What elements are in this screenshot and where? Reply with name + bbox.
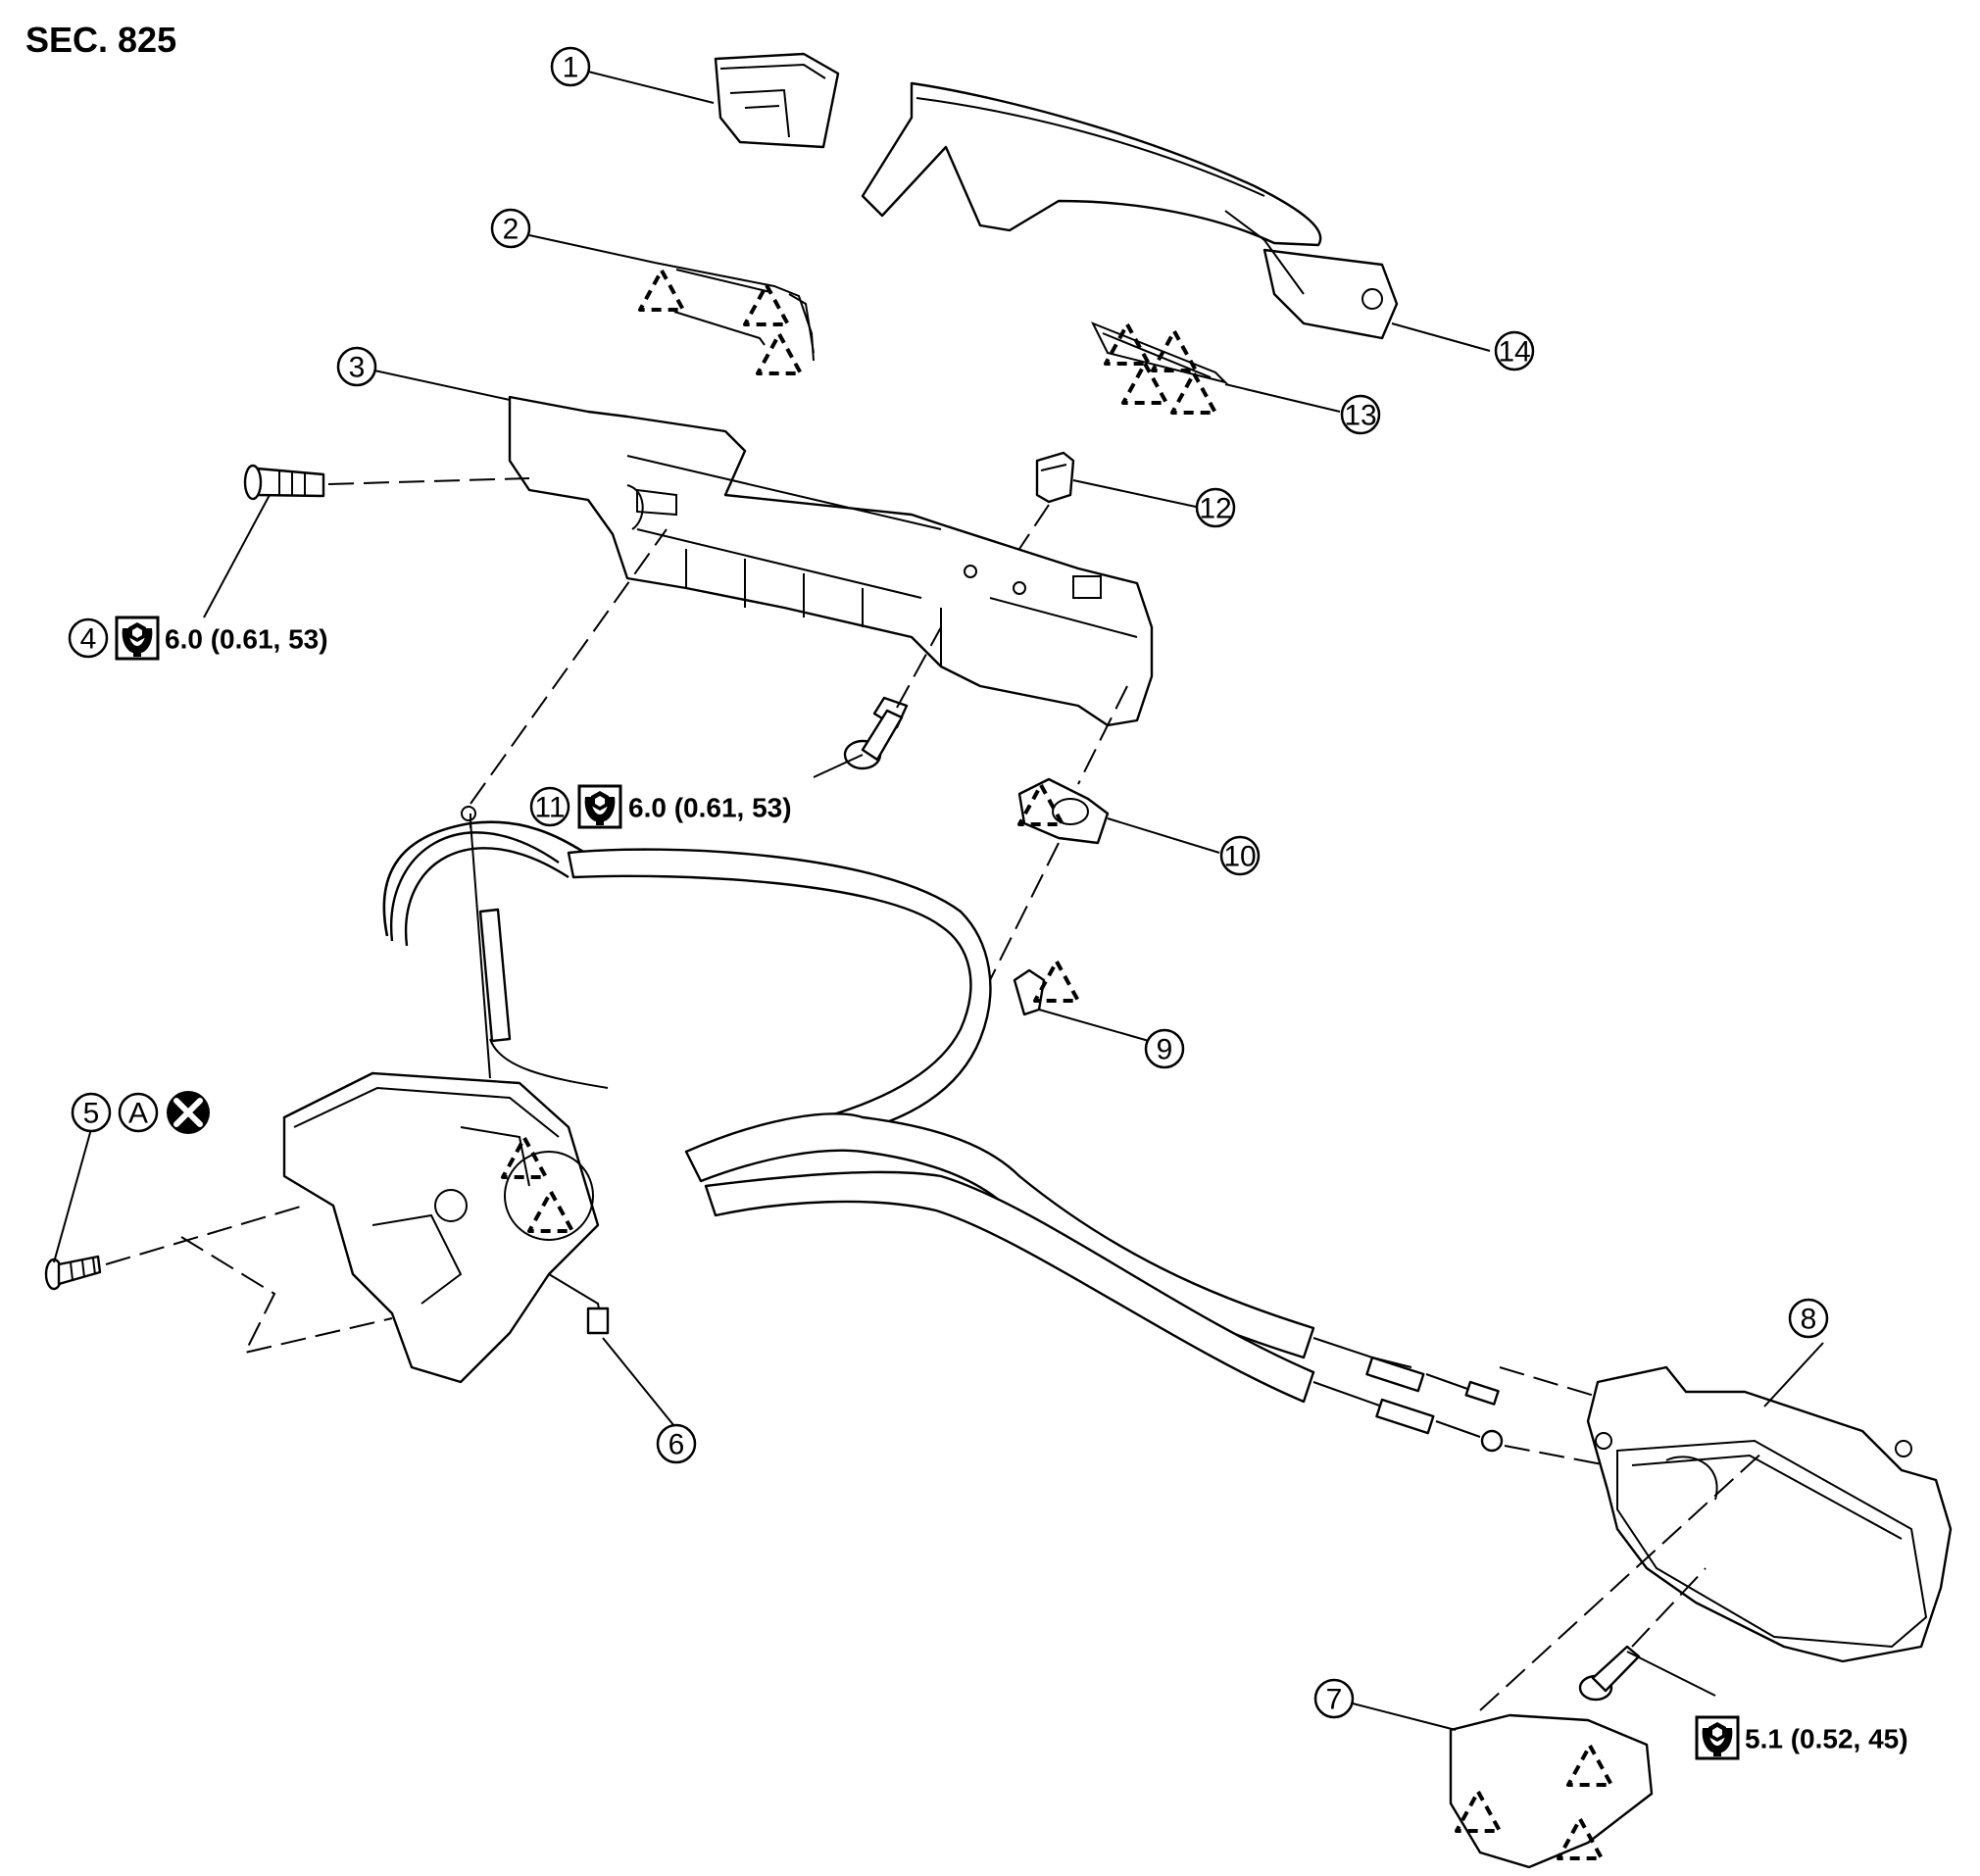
caution-triangle-icon <box>638 269 685 312</box>
svg-text:14: 14 <box>1498 336 1530 369</box>
caution-triangle-icon <box>1170 371 1217 415</box>
callout-6: 6 <box>656 1423 697 1464</box>
callout-11: 11 <box>529 786 570 827</box>
callout-7: 7 <box>1313 1678 1355 1719</box>
callout-1: 1 <box>550 46 591 87</box>
leader-dashed <box>1077 685 1128 785</box>
callout-8: 8 <box>1788 1298 1829 1339</box>
leader-dashed <box>180 1236 393 1355</box>
callout-5: 5 <box>71 1092 112 1133</box>
part-8-bolt <box>1578 1645 1641 1702</box>
callout-4: 4 <box>68 617 109 659</box>
leader-dashed <box>1479 1450 1765 1711</box>
svg-text:4: 4 <box>80 623 97 656</box>
svg-text:7: 7 <box>1326 1684 1343 1716</box>
leader-dashed <box>1631 1567 1707 1648</box>
section-title: SEC. 825 <box>25 20 177 60</box>
part-7-inside-handle-cover <box>1449 1713 1654 1869</box>
svg-text:1: 1 <box>563 52 579 84</box>
callout-12: 12 <box>1195 487 1236 528</box>
svg-text:2: 2 <box>503 214 520 246</box>
torque-value-item-4: 6.0 (0.61, 53) <box>165 624 328 655</box>
callout-14: 14 <box>1494 330 1535 371</box>
torque-value-item-8-bolt: 5.1 (0.52, 45) <box>1745 1724 1908 1754</box>
part-4-screw <box>243 464 325 501</box>
callout-3: 3 <box>336 346 377 387</box>
part-13-gasket <box>1090 321 1229 384</box>
svg-text:9: 9 <box>1157 1034 1173 1066</box>
caution-triangle-icon <box>756 332 803 375</box>
part-1-escutcheon <box>714 52 840 149</box>
leader-dashed <box>470 528 668 805</box>
callout-13: 13 <box>1340 394 1381 435</box>
caution-triangle-icon <box>1121 362 1168 405</box>
reference-a: A <box>118 1092 159 1133</box>
leader-dashed <box>896 626 942 709</box>
svg-text:8: 8 <box>1801 1304 1817 1336</box>
part-8-inside-handle <box>1586 1365 1953 1663</box>
svg-text:12: 12 <box>1199 493 1231 525</box>
part-14-outside-handle <box>861 81 1399 340</box>
svg-text:A: A <box>128 1098 148 1130</box>
do-not-reuse-icon <box>167 1091 210 1134</box>
callout-10: 10 <box>1219 835 1261 876</box>
lock-cable <box>382 806 992 1139</box>
svg-text:10: 10 <box>1223 841 1256 873</box>
torque-icon <box>115 616 160 661</box>
inside-handle-cables <box>684 1112 1504 1453</box>
torque-icon <box>577 784 622 829</box>
svg-text:5: 5 <box>83 1098 100 1130</box>
part-12-retainer <box>1035 451 1075 504</box>
leader-dashed <box>327 477 530 485</box>
svg-text:11: 11 <box>534 792 565 824</box>
leader-dashed <box>1504 1445 1609 1466</box>
part-3-bracket <box>508 395 1154 727</box>
svg-text:6: 6 <box>668 1429 685 1461</box>
torque-value-item-11: 6.0 (0.61, 53) <box>628 793 792 823</box>
part-6-door-lock-actuator <box>282 1071 610 1384</box>
callout-2: 2 <box>490 208 531 249</box>
leader-dashed <box>105 1205 305 1265</box>
part-5-screw <box>44 1255 102 1291</box>
svg-text:3: 3 <box>349 352 366 384</box>
callout-9: 9 <box>1144 1028 1185 1069</box>
part-9-clip <box>1013 968 1046 1016</box>
torque-icon <box>1695 1715 1740 1760</box>
part-2-gasket <box>654 262 815 362</box>
part-10-clip <box>1017 777 1110 845</box>
leader-dashed <box>1018 504 1050 550</box>
svg-text:13: 13 <box>1344 400 1376 432</box>
